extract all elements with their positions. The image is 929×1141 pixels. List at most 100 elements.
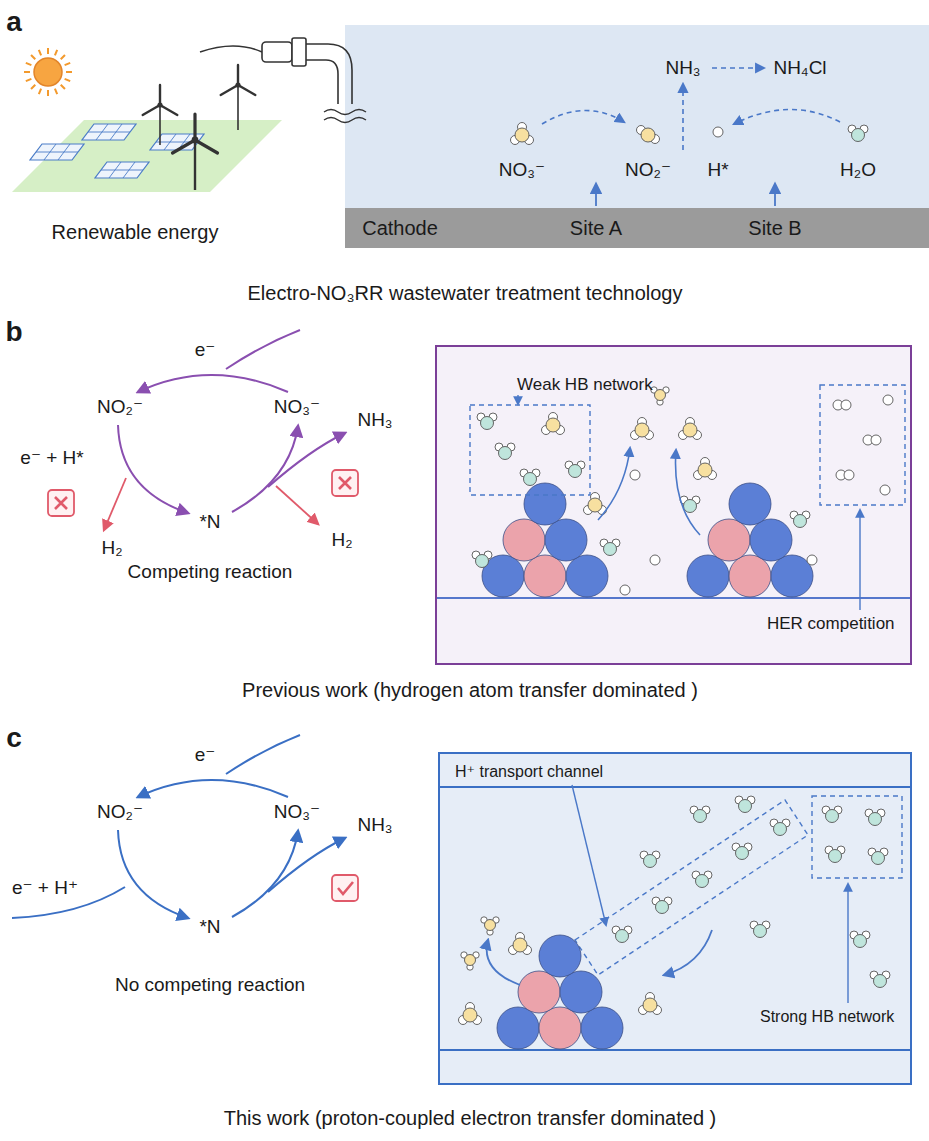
release-arrow: [598, 448, 630, 520]
catalyst-atom: [729, 555, 771, 597]
molecule-nh3: [481, 917, 499, 935]
label: *N: [199, 916, 220, 938]
this-work-box: H⁺ transport channelStrong HB network: [438, 752, 912, 1085]
label: H₂: [101, 537, 122, 559]
release-arrow: [487, 940, 520, 985]
turbine-hub: [157, 102, 162, 107]
atom: [713, 127, 723, 137]
cross-mark: [55, 497, 67, 509]
cycle-arrow: [138, 375, 288, 392]
atom: [546, 418, 560, 432]
atom: [698, 463, 712, 477]
atom: [754, 925, 767, 938]
molecule-h2o: [770, 819, 790, 836]
molecule-h2o: [868, 848, 888, 865]
atom: [515, 128, 529, 142]
molecule-h: [620, 585, 630, 595]
dashed-arrow: [712, 67, 764, 69]
catalyst-atom: [687, 555, 729, 597]
atom: [872, 852, 885, 865]
sun-ray: [31, 55, 35, 59]
leader-arrow: [859, 510, 860, 610]
molecule-h2o: [520, 469, 540, 486]
panel-letter: a: [6, 6, 22, 38]
cycle-arrow: [118, 425, 188, 513]
turbine-blade: [238, 85, 255, 95]
leader-arrow: [572, 785, 606, 925]
atom: [826, 810, 839, 823]
catalyst-atom: [539, 935, 581, 977]
atom: [684, 500, 697, 513]
water-panel: [345, 25, 929, 248]
dashed-arrow: [542, 110, 624, 124]
turbine-blade: [172, 140, 195, 153]
molecule-no3: [679, 418, 702, 440]
catalyst-atom: [566, 555, 608, 597]
molecule-h2: [833, 400, 851, 410]
catalyst-atom: [503, 519, 545, 561]
node-text: Weak HB network: [517, 375, 653, 395]
molecule-h2o: [735, 796, 755, 813]
atom: [794, 515, 807, 528]
cathode-bar: CathodeSite ASite B: [345, 208, 929, 248]
panel-letter: c: [6, 722, 22, 754]
sun-ray: [26, 63, 32, 65]
atom: [683, 423, 697, 437]
plug-socket: [292, 38, 306, 66]
competing-arrow: [276, 486, 318, 524]
molecule-h2o: [692, 871, 712, 888]
atom: [485, 920, 496, 931]
solar-panel: [30, 144, 84, 160]
label: e⁻: [195, 339, 216, 361]
atom: [841, 400, 851, 410]
molecule-h2o: [825, 846, 845, 863]
molecule-no3: [511, 123, 534, 145]
release-arrow: [676, 450, 701, 535]
label: Renewable energy: [52, 221, 219, 244]
label: NO₃⁻: [499, 159, 545, 181]
proton-channel: [575, 800, 808, 975]
molecule-no3: [542, 413, 565, 435]
molecule-no3: [639, 993, 662, 1015]
atom: [524, 473, 537, 486]
turbine-blade: [221, 85, 238, 95]
sun: [34, 58, 62, 86]
label: e⁻ + H⁺: [12, 877, 78, 899]
label: NO₂⁻: [97, 801, 143, 823]
atom: [499, 447, 512, 460]
electron-arrow: [226, 330, 300, 369]
molecule-h: [713, 127, 723, 137]
panel-grid: [88, 132, 130, 133]
molecule-h: [880, 485, 890, 495]
atom: [630, 470, 640, 480]
dashed-region: [820, 385, 905, 505]
atom: [616, 930, 629, 943]
proton-arrow: [664, 930, 712, 975]
atom: [476, 555, 489, 568]
molecule-no3: [459, 1003, 482, 1025]
label: NH₃: [357, 814, 392, 836]
sun-ray: [66, 71, 72, 73]
turbine-hub: [235, 82, 240, 87]
molecule-h2o: [822, 806, 842, 823]
sun-ray: [39, 89, 41, 95]
molecule-h2o: [865, 809, 885, 826]
turbine-blade: [237, 65, 239, 85]
label: No competing reaction: [115, 974, 305, 996]
label: NO₃⁻: [274, 396, 320, 418]
atom: [569, 465, 582, 478]
label: NH₄Cl: [773, 57, 826, 79]
catalyst-atom: [771, 555, 813, 597]
atom: [736, 847, 749, 860]
turbine-tower: [159, 105, 161, 145]
atom: [481, 417, 494, 430]
label: *N: [199, 511, 220, 533]
molecule-h2o: [612, 926, 632, 943]
molecule-h2o: [750, 921, 770, 938]
atom: [854, 935, 867, 948]
molecule-h2o: [472, 551, 492, 568]
cross-box: [332, 470, 358, 496]
molecule-no3: [509, 933, 532, 955]
atom: [656, 901, 669, 914]
atom: [655, 390, 666, 401]
